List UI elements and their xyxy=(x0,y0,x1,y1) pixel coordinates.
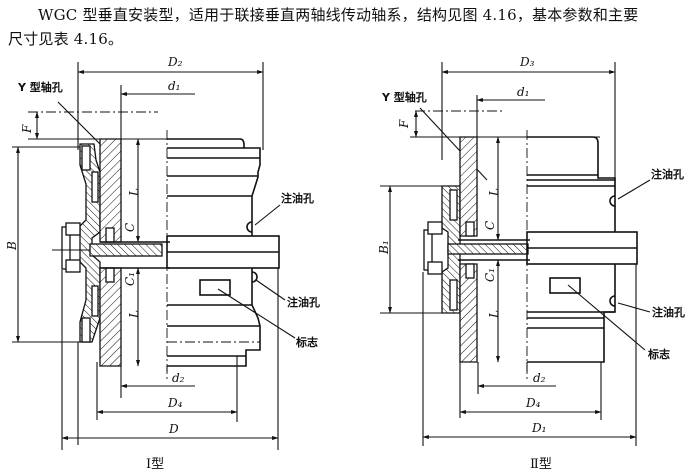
caption-type-1: Ⅰ型 xyxy=(146,457,164,472)
label-d4: D₄ xyxy=(167,396,183,410)
label-d1-ii: d₁ xyxy=(517,85,530,99)
label-f-ii: F xyxy=(397,119,411,129)
description-line-1: WGC 型垂直安装型，适用于联接垂直两轴线传动轴系，结构见图 4.16，基本参数… xyxy=(38,6,639,24)
description-line-2: 尺寸见表 4.16。 xyxy=(8,30,124,48)
mark-plate-ii xyxy=(549,277,581,294)
bolt-assembly-ii xyxy=(423,221,443,275)
figure-type-2: D₃ d₁ F Y 型轴孔 B₁ L xyxy=(377,55,685,472)
label-d1-outer: D₁ xyxy=(531,421,546,435)
hub-upper xyxy=(99,138,122,243)
label-d2-bore: d₂ xyxy=(172,371,185,385)
label-b: B xyxy=(5,241,19,251)
oil-hole-upper-icon-ii xyxy=(609,195,616,207)
label-c: C xyxy=(123,223,137,232)
figure-type-1: D₂ d₁ F Y 型轴孔 B xyxy=(5,55,320,472)
label-mark-ii: 标志 xyxy=(647,347,670,361)
label-l-upper: L xyxy=(127,188,141,197)
oil-hole-lower-icon xyxy=(251,271,258,283)
oil-hole-lower-icon-ii xyxy=(609,295,616,307)
hub-lower-ii xyxy=(459,263,478,363)
label-oil-hole-upper: 注油孔 xyxy=(281,191,314,205)
label-oil-hole-lower: 注油孔 xyxy=(287,295,320,309)
label-l-upper-ii: L xyxy=(487,188,501,197)
label-mark: 标志 xyxy=(295,335,318,349)
label-shaft-hole-ii: Y 型轴孔 xyxy=(381,90,427,104)
label-f: F xyxy=(20,124,34,134)
hub-upper-ii xyxy=(459,136,478,237)
label-l-lower-ii: L xyxy=(487,310,501,319)
oil-hole-upper-icon xyxy=(246,221,253,233)
label-d2-bore-ii: d₂ xyxy=(533,371,546,385)
coupling-body xyxy=(166,138,280,367)
label-c1: C₁ xyxy=(123,272,137,286)
label-d: D xyxy=(168,422,179,436)
mark-plate xyxy=(199,279,231,296)
shaft-tube xyxy=(89,243,163,257)
label-d3: D₃ xyxy=(519,55,535,69)
hub-lower xyxy=(99,267,122,367)
label-b1: B₁ xyxy=(377,240,391,255)
caption-type-2: Ⅱ型 xyxy=(530,457,552,472)
label-oil-hole-upper-ii: 注油孔 xyxy=(651,167,684,181)
label-l-lower: L xyxy=(127,310,141,319)
label-d1: d₁ xyxy=(168,79,181,93)
label-d4-ii: D₄ xyxy=(525,396,541,410)
shaft-tube-ii xyxy=(447,243,529,255)
label-d2: D₂ xyxy=(167,55,183,69)
label-oil-hole-lower-ii: 注油孔 xyxy=(652,305,685,319)
description-paragraph: WGC 型垂直安装型，适用于联接垂直两轴线传动轴系，结构见图 4.16，基本参数… xyxy=(8,3,688,51)
label-c1-ii: C₁ xyxy=(483,268,497,282)
coupling-body-ii xyxy=(526,136,638,363)
label-c-ii: C xyxy=(483,221,497,230)
label-shaft-hole: Y 型轴孔 xyxy=(17,80,63,94)
bolt-assembly xyxy=(52,222,90,273)
